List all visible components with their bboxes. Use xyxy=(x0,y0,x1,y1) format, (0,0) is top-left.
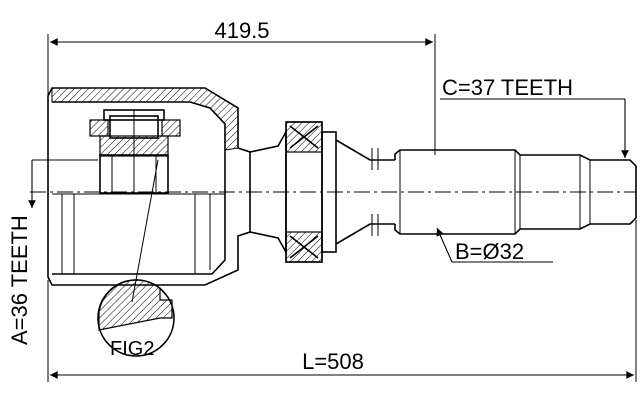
top-length-label: 419.5 xyxy=(214,18,269,43)
outer-teeth-callout: C=37 TEETH xyxy=(440,75,629,158)
inner-teeth-label: A=36 TEETH xyxy=(7,215,32,345)
shaft-diameter-label: B=Ø32 xyxy=(455,239,524,264)
inner-teeth-callout: A=36 TEETH xyxy=(7,159,98,345)
tripod-assembly xyxy=(89,109,181,194)
shaft xyxy=(249,121,637,263)
fig2-label: FIG2 xyxy=(110,338,154,360)
fig2-detail: FIG2 xyxy=(97,159,175,360)
outer-teeth-label: C=37 TEETH xyxy=(442,75,573,100)
total-length-dimension: L=508 xyxy=(47,220,637,382)
total-length-label: L=508 xyxy=(302,349,364,374)
shaft-diameter-callout: B=Ø32 xyxy=(436,227,553,264)
housing xyxy=(47,87,251,286)
top-dimension: 419.5 xyxy=(47,18,436,155)
